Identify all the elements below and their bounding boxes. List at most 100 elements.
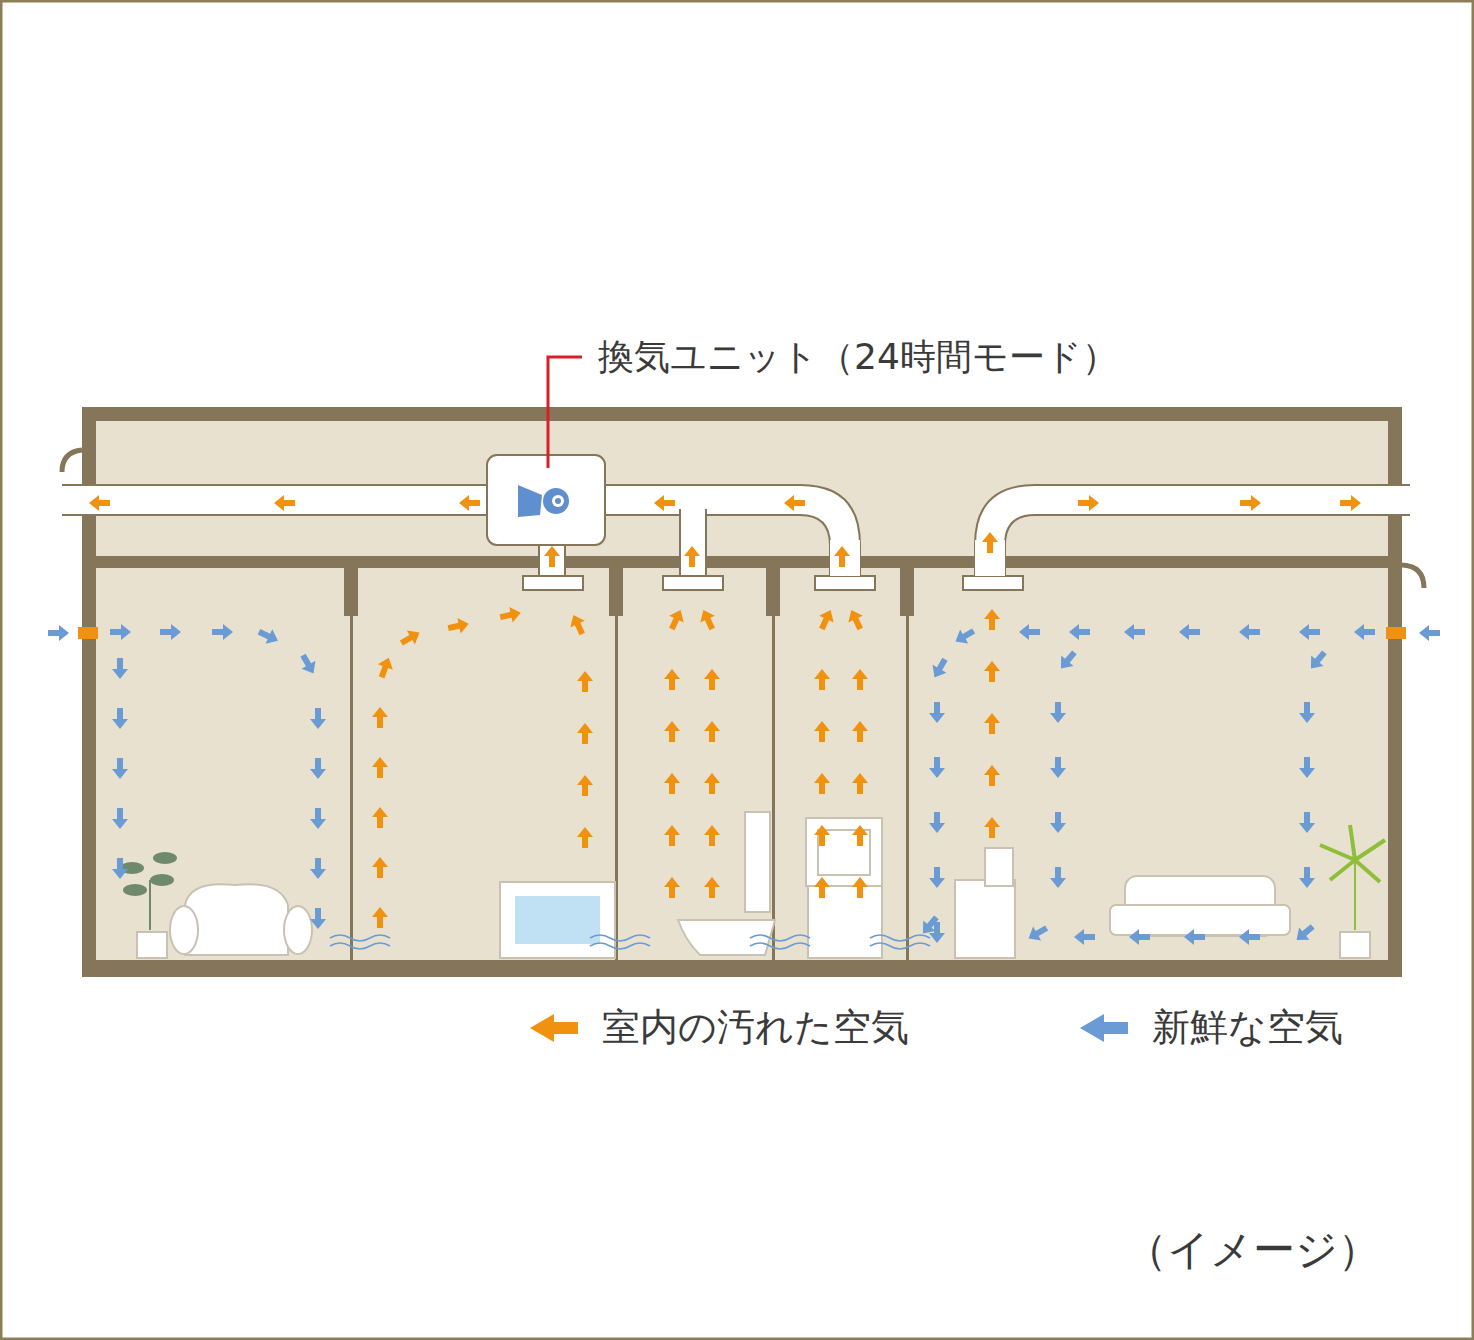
air-arrow bbox=[274, 495, 295, 511]
air-arrow bbox=[664, 877, 680, 898]
air-arrow bbox=[684, 546, 700, 567]
air-arrow bbox=[852, 773, 868, 794]
air-arrow bbox=[1340, 495, 1361, 511]
air-arrow bbox=[566, 612, 589, 638]
air-arrow bbox=[664, 721, 680, 742]
air-arrow bbox=[1239, 929, 1260, 945]
air-arrow bbox=[984, 765, 1000, 786]
air-arrow bbox=[1299, 757, 1315, 778]
air-arrow bbox=[577, 775, 593, 796]
legend-text-wrap: 新鮮な空気 bbox=[1152, 1005, 1343, 1051]
air-arrow bbox=[310, 758, 326, 779]
air-arrow bbox=[814, 721, 830, 742]
air-arrow bbox=[112, 658, 128, 679]
air-arrow bbox=[929, 702, 945, 723]
air-arrow bbox=[372, 807, 388, 828]
air-arrow bbox=[577, 827, 593, 848]
air-inlet bbox=[1386, 627, 1406, 639]
air-arrow bbox=[397, 626, 423, 650]
vent-grille bbox=[523, 576, 1023, 590]
callout-label: 換気ユニット（24時間モード） bbox=[598, 335, 1118, 378]
air-arrow bbox=[852, 825, 868, 846]
air-arrow bbox=[577, 723, 593, 744]
air-arrow bbox=[1184, 929, 1205, 945]
air-arrow bbox=[1240, 495, 1261, 511]
air-arrow bbox=[1419, 625, 1440, 641]
air-arrow bbox=[852, 721, 868, 742]
air-arrow bbox=[1305, 647, 1331, 673]
leader-line bbox=[548, 357, 582, 468]
air-arrow bbox=[665, 607, 688, 633]
legend-swatch bbox=[1080, 1014, 1128, 1042]
hood bbox=[62, 450, 82, 472]
air-arrow bbox=[1024, 921, 1050, 945]
air-arrow bbox=[984, 713, 1000, 734]
air-arrow bbox=[112, 708, 128, 729]
air-arrow bbox=[664, 669, 680, 690]
air-arrow bbox=[112, 758, 128, 779]
air-arrow bbox=[814, 773, 830, 794]
callout-label-wrap: 換気ユニット（24時間モード） bbox=[598, 335, 1118, 378]
air-arrow bbox=[459, 495, 480, 511]
air-arrow bbox=[654, 495, 675, 511]
air-arrow bbox=[1299, 867, 1315, 888]
air-current bbox=[750, 935, 810, 949]
fan-symbol bbox=[543, 488, 569, 514]
air-arrow bbox=[1050, 757, 1066, 778]
air-arrow bbox=[112, 858, 128, 879]
partitions bbox=[344, 568, 914, 960]
air-arrow bbox=[1074, 929, 1095, 945]
air-arrow bbox=[814, 877, 830, 898]
fan-symbol bbox=[518, 485, 542, 517]
air-arrow bbox=[112, 808, 128, 829]
duct bbox=[62, 455, 1410, 578]
air-arrow bbox=[48, 625, 69, 641]
air-arrow bbox=[310, 908, 326, 929]
air-arrow bbox=[784, 495, 805, 511]
air-current bbox=[330, 935, 930, 949]
duct-fill bbox=[830, 540, 860, 576]
air-arrow bbox=[1050, 867, 1066, 888]
air-arrow bbox=[814, 669, 830, 690]
air-arrow bbox=[1124, 624, 1145, 640]
air-arrow bbox=[1050, 702, 1066, 723]
caption: （イメージ） bbox=[1125, 1225, 1380, 1275]
air-arrow bbox=[929, 867, 945, 888]
air-arrow bbox=[310, 708, 326, 729]
air-arrow bbox=[704, 773, 720, 794]
air-arrow bbox=[704, 877, 720, 898]
air-arrow bbox=[1055, 647, 1081, 673]
air-arrow bbox=[852, 669, 868, 690]
air-arrow bbox=[951, 624, 977, 648]
air-arrow bbox=[1050, 812, 1066, 833]
air-arrow bbox=[256, 625, 282, 648]
air-arrow bbox=[447, 616, 471, 636]
air-arrow bbox=[310, 808, 326, 829]
air-arrow bbox=[852, 877, 868, 898]
legend-swatch bbox=[530, 1014, 578, 1042]
air-arrow bbox=[1239, 624, 1260, 640]
air-arrow bbox=[704, 669, 720, 690]
air-arrow bbox=[1129, 929, 1150, 945]
air-current bbox=[330, 935, 390, 949]
air-arrow bbox=[929, 812, 945, 833]
air-arrow bbox=[1179, 624, 1200, 640]
air-arrow bbox=[1069, 624, 1090, 640]
air-arrow bbox=[982, 532, 998, 553]
air-arrow bbox=[929, 757, 945, 778]
air-arrow bbox=[664, 773, 680, 794]
air-arrow bbox=[577, 671, 593, 692]
air-arrow bbox=[928, 655, 952, 681]
air-inlet bbox=[78, 627, 98, 639]
air-arrow bbox=[372, 757, 388, 778]
air-arrow bbox=[212, 624, 233, 640]
air-arrow bbox=[704, 825, 720, 846]
duct-fill bbox=[681, 508, 705, 520]
air-arrow bbox=[814, 825, 830, 846]
air-arrows bbox=[48, 495, 1440, 946]
air-arrow bbox=[834, 546, 850, 567]
air-arrow bbox=[1291, 920, 1317, 946]
